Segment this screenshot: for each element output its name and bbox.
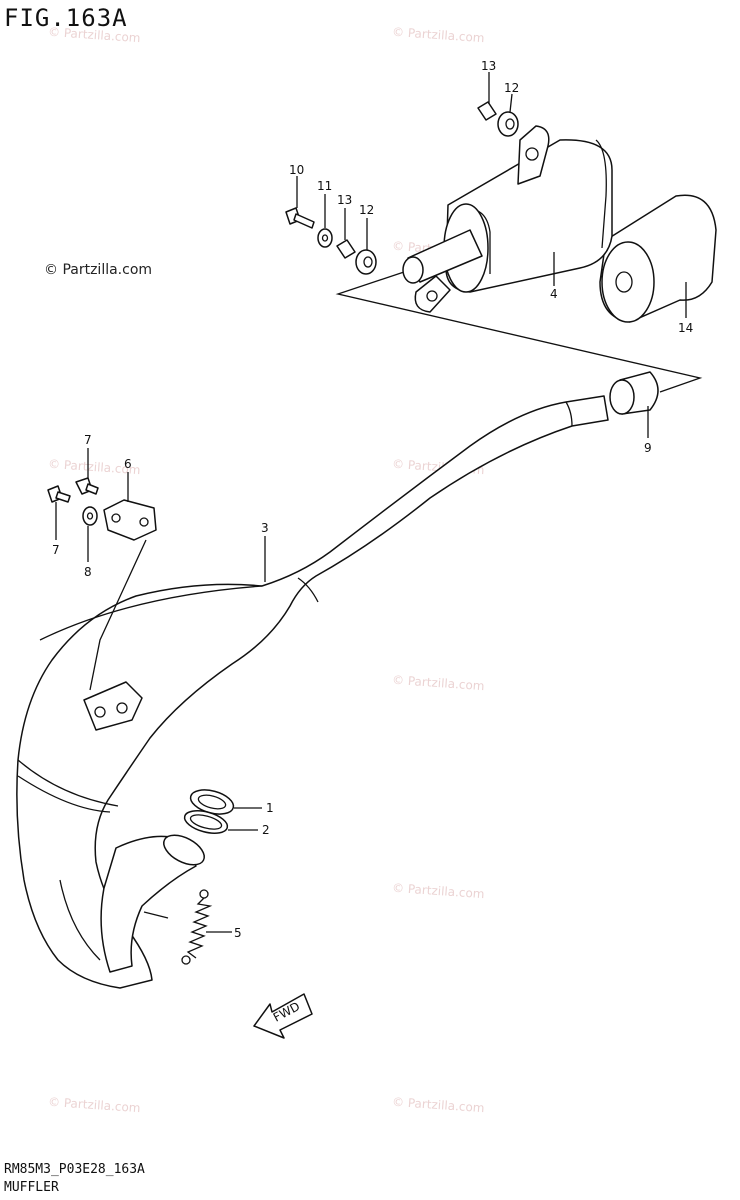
leader-lines: [55, 72, 687, 933]
callout-12: 12: [504, 81, 519, 95]
mounting-bracket-6[interactable]: [103, 499, 157, 541]
diagram-code: RM85M3_P03E28_163A: [4, 1162, 145, 1177]
callout-6: 6: [124, 457, 132, 471]
callout-3: 3: [261, 521, 269, 535]
silencer-body[interactable]: [402, 125, 613, 313]
callout-11: 11: [317, 179, 332, 193]
callout-5: 5: [234, 926, 242, 940]
figure-title: FIG.163A: [4, 4, 128, 32]
callout-7: 7: [52, 543, 60, 557]
gasket-2[interactable]: [182, 807, 230, 838]
callout-13: 13: [337, 193, 352, 207]
bracket-guide-line: [89, 539, 147, 691]
bolt-7-upper[interactable]: [75, 477, 99, 495]
callout-8: 8: [84, 565, 92, 579]
copyright-notice: © Partzilla.com: [44, 262, 153, 278]
callout-12: 12: [359, 203, 374, 217]
callout-2: 2: [262, 823, 270, 837]
assembly-guide-line: [335, 269, 703, 393]
callout-10: 10: [289, 163, 304, 177]
callout-14: 14: [678, 321, 693, 335]
callout-4: 4: [550, 287, 558, 301]
connector-pipe-9[interactable]: [609, 371, 659, 415]
callout-1: 1: [266, 801, 274, 815]
washer-11[interactable]: [317, 228, 333, 248]
silencer-packing[interactable]: [599, 194, 717, 323]
callout-13: 13: [481, 59, 496, 73]
washer-8[interactable]: [82, 506, 98, 526]
spring-5[interactable]: [181, 889, 213, 965]
collar-13-upper[interactable]: [477, 101, 497, 121]
cushion-12-upper[interactable]: [497, 111, 519, 137]
bolt-10[interactable]: [285, 207, 315, 229]
exhaust-pipe[interactable]: [16, 395, 609, 989]
bolt-7-lower[interactable]: [47, 485, 71, 503]
callout-9: 9: [644, 441, 652, 455]
cushion-12-lower[interactable]: [355, 249, 377, 275]
forward-arrow-icon: FWD: [253, 993, 313, 1039]
diagram-caption: MUFFLER: [4, 1180, 59, 1195]
collar-13-lower[interactable]: [336, 239, 356, 259]
callout-7: 7: [84, 433, 92, 447]
callout-labels: 13 12 10 11 13 12 4 14 9 7 6 7 8 3 1 2 5: [52, 59, 693, 940]
